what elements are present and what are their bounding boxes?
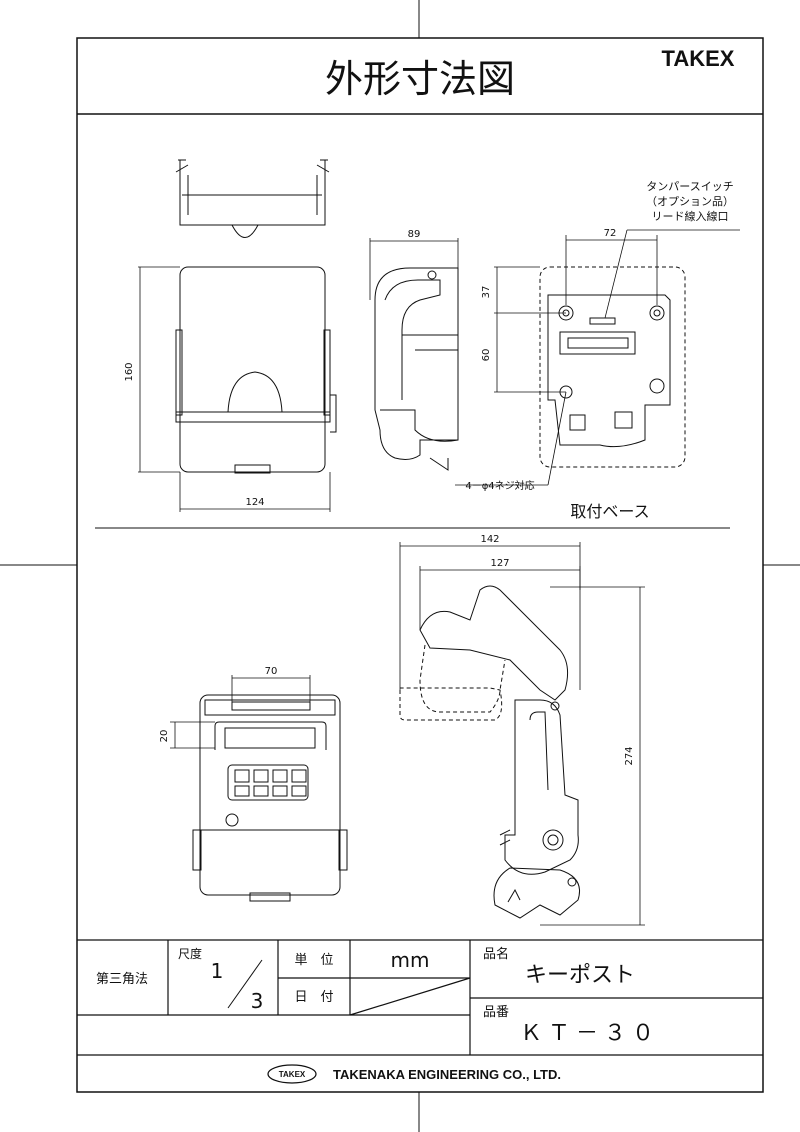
page-title: 外形寸法図 [325, 57, 515, 101]
base-label: 取付ベース [570, 502, 649, 521]
dim-base-lower-label: 60 [481, 349, 492, 362]
tamper-label-1: タンパースイッチ [646, 180, 733, 193]
side-view [374, 267, 459, 471]
screw-note: 4－φ4ネジ対応 [465, 479, 534, 492]
dim-open-outer-label: 142 [480, 534, 499, 545]
top-view [175, 159, 330, 238]
product-number-label: 品番 [483, 1005, 509, 1020]
dim-top-height [138, 266, 180, 473]
dim-base-width-label: 72 [604, 228, 617, 239]
dim-open-height-label: 274 [624, 746, 635, 765]
company-name: TAKENAKA ENGINEERING CO., LTD. [333, 1067, 561, 1082]
scale-label: 尺度 [178, 946, 202, 961]
date-label: 日 付 [294, 990, 333, 1005]
scale-slash [227, 959, 263, 1009]
projection-method: 第三角法 [96, 972, 148, 987]
dim-top-width-label: 124 [245, 497, 264, 508]
company-logo: TAKEX [279, 1070, 306, 1079]
dim-base [455, 229, 740, 486]
company-logo-oval [267, 1064, 317, 1084]
product-number: ＫＴ－３０ [520, 1021, 660, 1046]
front-view-open [192, 694, 348, 902]
dim-side-depth-label: 89 [408, 229, 421, 240]
tamper-label-3: リード線入線口 [652, 209, 729, 223]
unit-value: mm [391, 948, 430, 972]
dim-open-inner-label: 127 [490, 558, 509, 569]
brand-logo: TAKEX [662, 46, 735, 71]
front-view-closed [175, 266, 337, 474]
dim-side-depth [369, 238, 459, 300]
product-name: キーポスト [525, 963, 635, 988]
dim-open [399, 542, 645, 926]
dim-front-small-label: 20 [159, 730, 170, 743]
sheet-frame [76, 37, 764, 1093]
dim-base-upper-label: 37 [481, 286, 492, 299]
tamper-label-2: （オプション品） [646, 195, 734, 208]
side-view-open [399, 585, 580, 919]
dim-front [170, 675, 311, 749]
mounting-base-view [539, 266, 686, 468]
unit-label: 単 位 [294, 952, 333, 968]
scale-numerator: 1 [211, 959, 224, 983]
title-block [77, 939, 763, 1056]
scale-denominator: 3 [251, 989, 264, 1013]
dim-top-width [179, 472, 331, 512]
product-name-label: 品名 [483, 946, 509, 962]
dim-front-width-label: 70 [265, 666, 278, 677]
dim-top-height-label: 160 [124, 362, 135, 381]
